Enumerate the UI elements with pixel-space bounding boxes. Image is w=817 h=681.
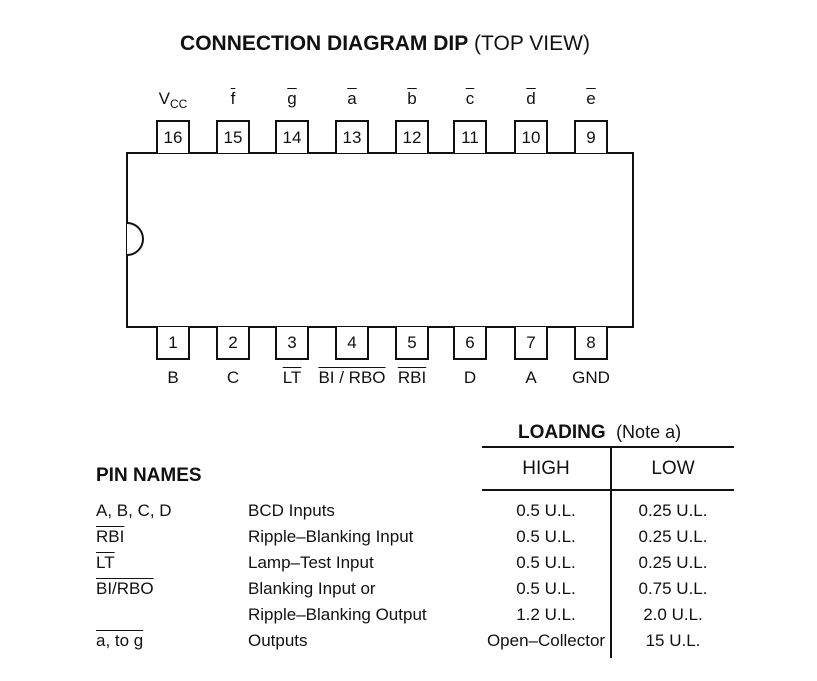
pin-label-14: g <box>287 89 297 108</box>
row-low: 0.25 U.L. <box>638 527 708 546</box>
pin-13: 13 <box>335 120 369 153</box>
pin-label-8: GND <box>572 368 610 387</box>
pin-2: 2 <box>216 327 250 360</box>
pin-15: 15 <box>216 120 250 153</box>
pin-9: 9 <box>574 120 608 153</box>
pin-16: 16 <box>156 120 190 153</box>
title-bold: CONNECTION DIAGRAM DIP <box>180 32 469 55</box>
pin-4: 4 <box>335 327 369 360</box>
diagram-title: CONNECTION DIAGRAM DIP (TOP VIEW) <box>0 32 770 56</box>
row-desc: Blanking Input or <box>248 579 376 598</box>
pin1-notch <box>127 222 144 256</box>
pin-label-13: a <box>347 89 357 108</box>
loading-header-rule <box>482 489 734 491</box>
loading-note: (Note a) <box>616 422 682 442</box>
pin-label-1: B <box>167 368 179 387</box>
row-desc: Ripple–Blanking Input <box>248 527 414 546</box>
dip-package-body <box>126 152 634 328</box>
row-high: 1.2 U.L. <box>516 605 576 624</box>
row-desc: Outputs <box>248 631 308 650</box>
high-header: HIGH <box>522 458 570 479</box>
pin-3: 3 <box>275 327 309 360</box>
pin-label-10: d <box>526 89 536 108</box>
loading-label: LOADING <box>518 422 606 443</box>
row-low: 2.0 U.L. <box>643 605 703 624</box>
pin-label-12: b <box>407 89 417 108</box>
pin-5: 5 <box>395 327 429 360</box>
row-desc: BCD Inputs <box>248 501 335 520</box>
pin-label-16: VCC <box>158 89 188 111</box>
row-high: 0.5 U.L. <box>516 527 576 546</box>
loading-heading: LOADING (Note a) <box>518 422 681 444</box>
row-low: 15 U.L. <box>645 631 701 650</box>
row-low: 0.25 U.L. <box>638 553 708 572</box>
row-high: Open–Collector <box>486 631 606 650</box>
loading-top-rule <box>482 446 734 448</box>
pin-label-2: C <box>226 368 240 387</box>
pin-10: 10 <box>514 120 548 153</box>
pin-8: 8 <box>574 327 608 360</box>
row-high: 0.5 U.L. <box>516 553 576 572</box>
row-pin: LT <box>96 553 115 572</box>
row-low: 0.75 U.L. <box>638 579 708 598</box>
row-desc: Lamp–Test Input <box>248 553 374 572</box>
row-pin: A, B, C, D <box>96 501 172 520</box>
row-low: 0.25 U.L. <box>638 501 708 520</box>
pin-label-5: RBI <box>397 368 427 387</box>
row-high: 0.5 U.L. <box>516 579 576 598</box>
pin-14: 14 <box>275 120 309 153</box>
row-pin: a, to g <box>96 631 144 650</box>
pin-label-3: LT <box>282 368 302 387</box>
loading-column-divider <box>610 446 612 658</box>
pin-11: 11 <box>453 120 487 153</box>
row-pin: RBI <box>96 527 125 546</box>
row-pin: BI/RBO <box>96 579 154 598</box>
row-high: 0.5 U.L. <box>516 501 576 520</box>
pin-label-7: A <box>525 368 537 387</box>
pin-12: 12 <box>395 120 429 153</box>
pin-label-15: f <box>230 89 236 108</box>
row-desc: Ripple–Blanking Output <box>248 605 427 624</box>
pin-7: 7 <box>514 327 548 360</box>
title-normal: (TOP VIEW) <box>474 32 590 55</box>
low-header: LOW <box>651 458 695 479</box>
pin-names-heading: PIN NAMES <box>96 465 202 486</box>
pin-6: 6 <box>453 327 487 360</box>
pin-1: 1 <box>156 327 190 360</box>
pin-label-9: e <box>586 89 596 108</box>
pin-label-6: D <box>463 368 477 387</box>
pin-label-4: BI / RBO <box>318 368 386 387</box>
pin-label-11: c <box>465 89 475 108</box>
